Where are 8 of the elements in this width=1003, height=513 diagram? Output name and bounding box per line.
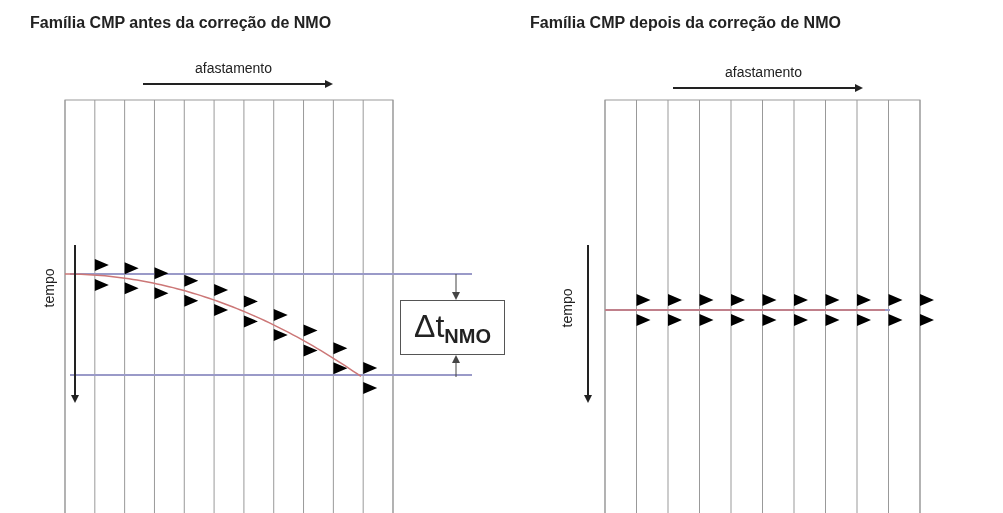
- panel-title: Família CMP antes da correção de NMO: [30, 14, 332, 32]
- delta-t-label: Δt$_{NMO}$: [414, 307, 491, 348]
- axis-label: afastamento: [725, 64, 803, 80]
- axis-label: afastamento: [195, 60, 273, 76]
- label-box: [400, 300, 505, 355]
- axis-label: tempo: [41, 268, 58, 308]
- axis-label: tempo: [559, 288, 576, 328]
- panel-title: Família CMP depois da correção de NMO: [530, 14, 841, 32]
